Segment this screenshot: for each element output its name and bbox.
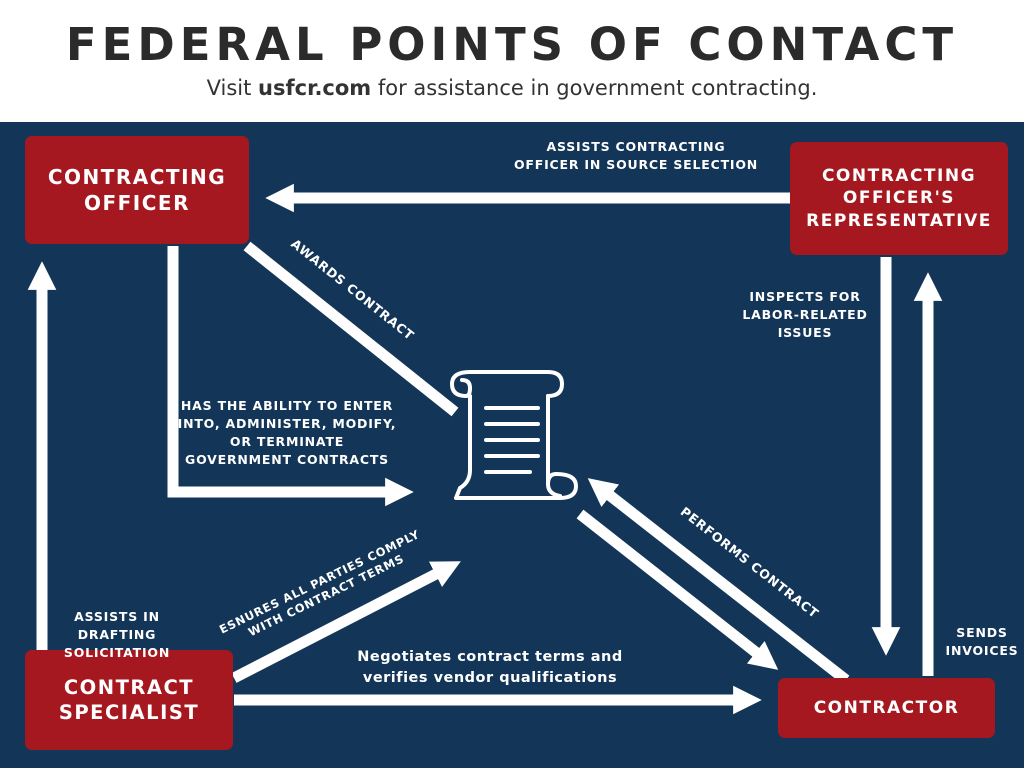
label-inspects: INSPECTS FOR LABOR-RELATED ISSUES — [742, 289, 868, 341]
node-cor: CONTRACTING OFFICER'S REPRESENTATIVE — [790, 142, 1008, 255]
label-negotiates: Negotiates contract terms and verifies v… — [357, 649, 623, 687]
node-contractor: CONTRACTOR — [778, 678, 995, 738]
node-contracting-officer: CONTRACTING OFFICER — [25, 136, 249, 244]
arrow-performs-contract — [587, 478, 850, 685]
arrow-specialist-to-contract — [231, 561, 461, 683]
subtitle-suffix: for assistance in government contracting… — [371, 76, 818, 100]
subtitle-prefix: Visit — [206, 76, 259, 100]
page-title: FEDERAL POINTS OF CONTACT — [65, 18, 959, 71]
node-contract-specialist: CONTRACT SPECIALIST — [25, 650, 233, 750]
header: FEDERAL POINTS OF CONTACT Visit usfcr.co… — [0, 0, 1024, 122]
arrow-co-ability — [167, 246, 414, 507]
scroll-icon — [450, 370, 578, 500]
label-sends-invoices: SENDS INVOICES — [945, 625, 1019, 659]
subtitle-link[interactable]: usfcr.com — [258, 76, 372, 100]
arrow-awards-contract — [243, 241, 459, 417]
label-ability: HAS THE ABILITY TO ENTER INTO, ADMINISTE… — [177, 398, 397, 468]
arrow-contract-to-contractor — [576, 509, 779, 670]
label-assists-drafting: ASSISTS IN DRAFTING SOLICITATION — [63, 609, 171, 661]
label-assists-source-selection: ASSISTS CONTRACTING OFFICER IN SOURCE SE… — [513, 139, 759, 173]
page-subtitle: Visit usfcr.com for assistance in govern… — [0, 76, 1024, 100]
